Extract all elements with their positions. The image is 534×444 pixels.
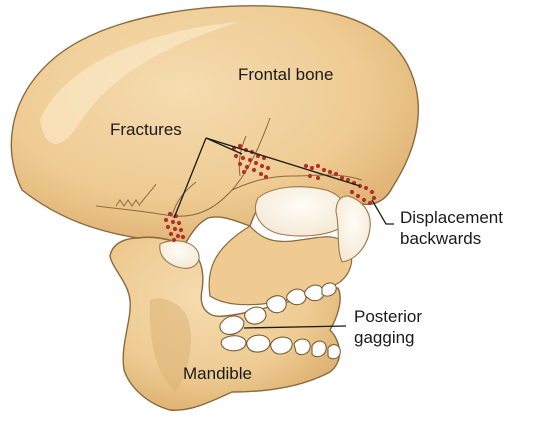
orbit-cavity — [255, 187, 346, 236]
nasal-cavity — [336, 196, 370, 262]
mandible-label: Mandible — [183, 364, 252, 384]
displacement-label-line2: backwards — [400, 229, 481, 249]
posterior-gagging-label-line2: gagging — [354, 328, 415, 348]
fractures-label: Fractures — [110, 120, 182, 140]
posterior-gagging-label-line1: Posterior — [354, 307, 422, 327]
frontal-bone-label: Frontal bone — [238, 65, 333, 85]
displacement-label-line1: Displacement — [400, 208, 503, 228]
